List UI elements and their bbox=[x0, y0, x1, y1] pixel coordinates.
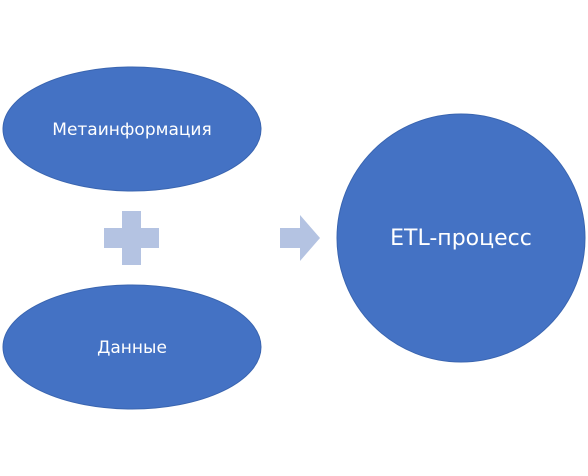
data-label: Данные bbox=[97, 338, 167, 358]
arrow-shape bbox=[280, 215, 320, 261]
plus-icon bbox=[104, 211, 159, 265]
arrow-right-icon bbox=[280, 215, 320, 261]
node-metainfo: Метаинформация bbox=[2, 66, 262, 192]
metainfo-label: Метаинформация bbox=[52, 120, 211, 140]
data-ellipse bbox=[2, 284, 262, 410]
node-data: Данные bbox=[2, 284, 262, 410]
metainfo-ellipse bbox=[2, 66, 262, 192]
etl-label: ETL-процесс bbox=[390, 226, 532, 251]
etl-circle bbox=[336, 113, 586, 363]
plus-shape bbox=[104, 211, 159, 265]
node-etl: ETL-процесс bbox=[336, 113, 586, 363]
